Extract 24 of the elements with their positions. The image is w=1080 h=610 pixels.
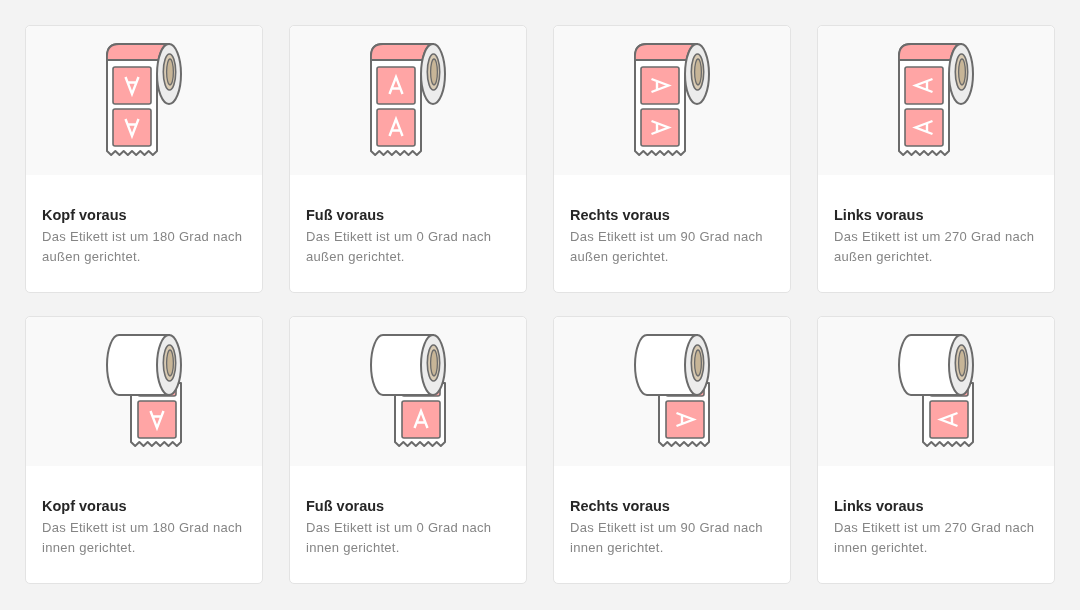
orientation-card (25, 25, 263, 293)
card-description: Das Etikett ist um 90 Grad nach innen gerichtet. (570, 519, 764, 557)
card-description: Das Etikett ist um 180 Grad nach außen gerichtet. (42, 228, 244, 266)
orientation-card (817, 316, 1055, 584)
card-title: Fuß voraus (306, 206, 385, 225)
card-title: Rechts voraus (570, 206, 670, 225)
card-description: Das Etikett ist um 0 Grad nach außen gerichtet. (306, 228, 493, 266)
orientation-card (553, 316, 791, 584)
card-description: Das Etikett ist um 90 Grad nach außen gerichtet. (570, 228, 764, 266)
card-title: Kopf voraus (42, 497, 127, 516)
card-description: Das Etikett ist um 270 Grad nach innen gerichtet. (834, 519, 1036, 557)
card-title: Kopf voraus (42, 206, 127, 225)
card-description: Das Etikett ist um 270 Grad nach außen gerichtet. (834, 228, 1036, 266)
orientation-card (553, 25, 791, 293)
card-description: Das Etikett ist um 0 Grad nach innen gerichtet. (306, 519, 493, 557)
card-title: Rechts voraus (570, 497, 670, 516)
orientation-card (289, 25, 527, 293)
card-title: Links voraus (834, 497, 924, 516)
orientation-card (25, 316, 263, 584)
orientation-card (817, 25, 1055, 293)
card-title: Fuß voraus (306, 497, 385, 516)
orientation-card (289, 316, 527, 584)
card-title: Links voraus (834, 206, 924, 225)
card-description: Das Etikett ist um 180 Grad nach innen gerichtet. (42, 519, 244, 557)
